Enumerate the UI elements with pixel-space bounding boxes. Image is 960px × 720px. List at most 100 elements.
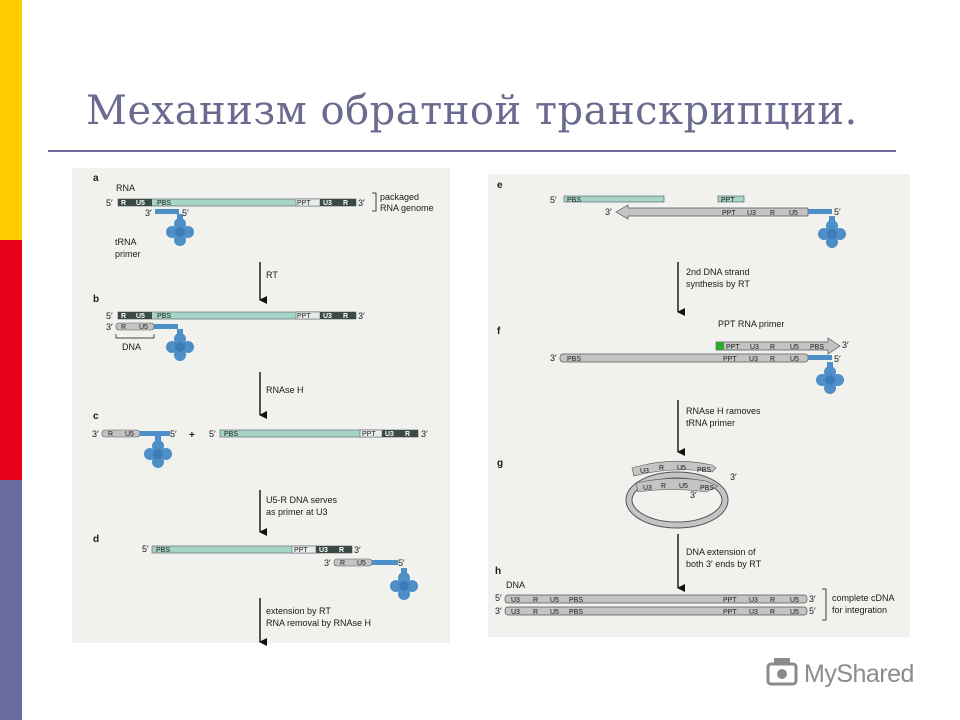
rt-label: RT [266,270,278,280]
segment-u5: U5 [790,597,799,604]
end-5-label: 5′ [209,429,216,439]
trna-cloverleaf-icon [144,436,172,468]
ppt-rna-primer-label: PPT RNA primer [718,319,784,329]
segment-u5: U5 [125,431,134,438]
segment-pbs: PBS [569,609,583,616]
segment-u3: U3 [319,547,328,554]
trna-stem [140,431,170,436]
segment-u3: U3 [511,597,520,604]
segment-r: R [659,465,664,472]
end-5-label: 5′ [550,195,557,205]
segment-u3: U3 [750,344,759,351]
segment-pbs: PBS [697,467,711,474]
end-5-label: 5′ [106,311,113,321]
trna-stem [808,209,832,214]
trna-stem [155,209,179,214]
ppt-rna-primer [716,342,724,350]
segment-u5: U5 [789,210,798,217]
segment-r: R [661,483,666,490]
step-label-e: e [497,180,503,191]
segment-r: R [770,356,775,363]
rna-strand-b [118,312,356,319]
rna-strand-a [118,199,356,206]
trna-cloverleaf-icon [166,214,194,246]
end-3-label: 3′ [421,429,428,439]
segment-pbs: PBS [157,313,171,320]
end-5-label: 5′ [834,354,841,364]
packaged-note: packaged [380,192,419,202]
end-5-label: 5′ [495,593,502,603]
segment-r: R [533,609,538,616]
segment-pbs: PBS [569,597,583,604]
trna-stem [154,324,178,329]
segment-r: R [340,560,345,567]
end-3-label: 3′ [809,594,816,604]
end-3-label: 3′ [605,207,612,217]
for-integration-note: for integration [832,605,887,615]
segment-r: R [343,313,348,320]
segment-r: R [121,200,126,207]
dna-strand-e [616,205,808,219]
end-3-label: 3′ [690,490,697,500]
segment-u3: U3 [323,200,332,207]
segment-u5: U5 [550,609,559,616]
end-3-label: 3′ [550,353,557,363]
segment-pbs: PBS [567,356,581,363]
end-3-label: 3′ [358,198,365,208]
synthesis-by-rt-label: synthesis by RT [686,279,750,289]
segment-u5: U5 [139,324,148,331]
dna-label: DNA [506,580,525,590]
segment-r: R [533,597,538,604]
dna-label: DNA [122,342,141,352]
extension-label: extension by RT [266,606,331,616]
segment-u5: U5 [790,609,799,616]
segment-u5: U5 [136,313,145,320]
segment-u5: U5 [790,344,799,351]
segment-pbs: PBS [810,344,824,351]
trna-cloverleaf-icon [166,329,194,361]
plus-sign: + [189,430,195,441]
segment-u3: U3 [385,431,394,438]
trna-stem [372,560,398,565]
end-3-label: 3′ [106,322,113,332]
step-label-d: d [93,534,99,545]
segment-ppt: PPT [723,597,737,604]
segment-pbs: PBS [224,431,238,438]
segment-r: R [121,313,126,320]
segment-pbs: PBS [567,197,581,204]
segment-u5: U5 [677,465,686,472]
end-5-label: 5′ [106,198,113,208]
segment-pbs: PBS [157,200,171,207]
end-5-label: 5′ [834,207,841,217]
segment-ppt: PPT [722,210,736,217]
trna-stem [808,355,832,360]
segment-u5: U5 [136,200,145,207]
segment-u3: U3 [640,468,649,475]
segment-ppt: PPT [721,197,735,204]
end-3-label: 3′ [730,472,737,482]
segment-u3: U3 [749,597,758,604]
end-3-label: 3′ [145,208,152,218]
step-label-h: h [495,566,501,577]
trna-cloverleaf-icon [818,216,846,248]
segment-r: R [770,344,775,351]
trna-cloverleaf-icon [390,568,418,600]
step-label-g: g [497,458,503,469]
segment-u3: U3 [643,485,652,492]
step-label-f: f [497,326,501,337]
segment-u5: U5 [679,483,688,490]
segment-ppt: PPT [723,356,737,363]
primer-label: primer [115,249,141,259]
both-ends-label: both 3′ ends by RT [686,559,762,569]
complete-cdna-note: complete cDNA [832,593,895,603]
step-label-c: c [93,411,99,422]
segment-r: R [121,324,126,331]
segment-ppt: PPT [723,609,737,616]
end-3-label: 3′ [324,558,331,568]
step-label-a: a [93,173,99,184]
trna-label: tRNA [115,237,137,247]
segment-u3: U3 [323,313,332,320]
second-strand-label: 2nd DNA strand [686,267,750,277]
end-5-label: 5′ [170,429,177,439]
